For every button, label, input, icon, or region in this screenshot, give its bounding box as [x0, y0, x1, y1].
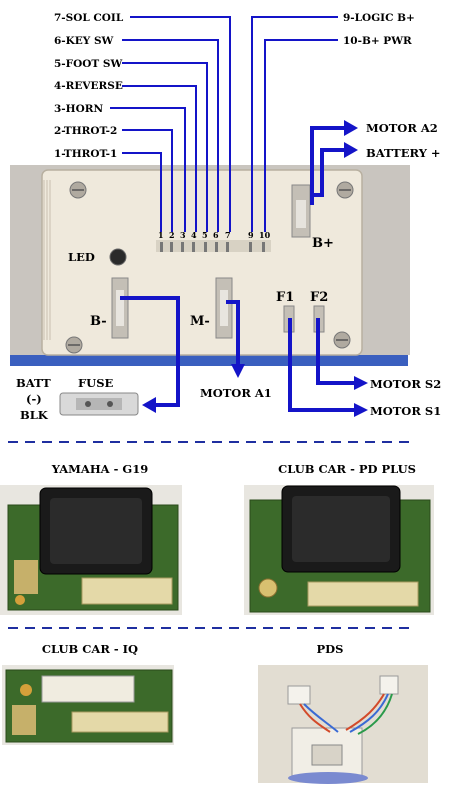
pin-number-2: 2 — [169, 230, 175, 240]
led-indicator — [109, 248, 127, 266]
leader-foot-sw — [122, 62, 208, 232]
caption-club-car-pd-plus: CLUB CAR - PD PLUS — [278, 462, 416, 476]
label-motor-s2: MOTOR S2 — [370, 377, 442, 391]
caption-pds: PDS — [316, 642, 344, 656]
label-logic-b-plus: 9-LOGIC B+ — [343, 12, 415, 24]
wire-batt-neg — [120, 296, 180, 407]
pin-leader-lines — [110, 16, 338, 232]
label-foot-sw: 5-FOOT SW — [54, 58, 123, 70]
pin-number-4: 4 — [191, 230, 197, 240]
wire-battery-plus — [312, 148, 345, 197]
leader-b-plus-pwr — [264, 39, 338, 232]
power-wiring — [120, 126, 355, 412]
label-batt-neg: (-) — [26, 392, 42, 406]
label-motor-a2: MOTOR A2 — [366, 121, 438, 135]
b-minus-terminal-blade — [116, 290, 124, 326]
pds-photo — [258, 665, 428, 784]
label-motor-s1: MOTOR S1 — [370, 404, 442, 418]
label-throt-2: 2-THROT-2 — [54, 125, 118, 137]
club-car-pd-board-photo — [244, 485, 434, 615]
screw-bottom-left — [65, 336, 83, 354]
screw-top-left — [69, 181, 87, 199]
heatsink-fins-left — [43, 180, 51, 340]
terminal-label-b-plus: B+ — [312, 236, 334, 251]
pin-number-7: 7 — [225, 230, 231, 240]
terminal-label-f2: F2 — [310, 290, 329, 305]
caption-club-car-iq: CLUB CAR - IQ — [41, 642, 139, 656]
leader-reverse — [122, 85, 197, 232]
wire-motor-a1 — [226, 300, 240, 365]
arrow-motor-s2 — [354, 376, 368, 390]
m-minus-terminal-blade — [220, 290, 228, 326]
screw-top-right — [336, 181, 354, 199]
arrow-batt-neg — [142, 397, 156, 413]
label-batt-blk: BLK — [20, 408, 48, 422]
terminal-label-f1: F1 — [276, 290, 295, 305]
leader-horn — [110, 107, 186, 232]
pin-number-3: 3 — [180, 230, 186, 240]
arrow-motor-a2 — [344, 120, 358, 136]
terminal-label-m-minus: M- — [190, 314, 210, 329]
fuse-icon — [59, 392, 139, 416]
pin-number-6: 6 — [213, 230, 219, 240]
label-reverse: 4-REVERSE — [54, 80, 123, 92]
arrow-motor-a1 — [231, 364, 245, 378]
label-fuse: FUSE — [78, 376, 114, 390]
label-motor-a1: MOTOR A1 — [200, 386, 272, 400]
label-key-sw: 6-KEY SW — [54, 35, 114, 47]
pin-number-1: 1 — [158, 230, 164, 240]
wire-motor-s1 — [288, 318, 355, 412]
led-label: LED — [68, 250, 95, 264]
leader-throt-1 — [122, 152, 162, 232]
pin-header — [156, 240, 271, 252]
arrow-battery-plus — [344, 142, 358, 158]
label-horn: 3-HORN — [54, 103, 104, 115]
label-battery-plus: BATTERY + — [366, 146, 441, 160]
label-b-plus-pwr: 10-B+ PWR — [343, 35, 412, 47]
leader-logic-b-plus — [251, 16, 338, 232]
label-sol-coil: 7-SOL COIL — [54, 12, 124, 24]
arrow-motor-s1 — [354, 403, 368, 417]
arrowheads — [142, 120, 368, 417]
leader-throt-2 — [122, 129, 173, 232]
pin-number-9: 9 — [248, 230, 254, 240]
pin-number-10: 10 — [259, 230, 271, 240]
caption-yamaha-g19: YAMAHA - G19 — [51, 462, 149, 476]
club-car-iq-board-photo — [2, 665, 174, 745]
terminal-label-b-minus: B- — [90, 314, 107, 329]
leader-key-sw — [122, 39, 219, 232]
label-throt-1: 1-THROT-1 — [54, 148, 118, 160]
pin-number-5: 5 — [202, 230, 208, 240]
wire-motor-a2 — [310, 126, 345, 205]
wire-motor-s2 — [316, 318, 355, 385]
screw-bottom-right — [333, 331, 351, 349]
b-plus-terminal-blade — [296, 200, 306, 228]
yamaha-board-photo — [0, 485, 182, 615]
leader-sol-coil — [130, 16, 231, 232]
label-batt: BATT — [16, 376, 51, 390]
